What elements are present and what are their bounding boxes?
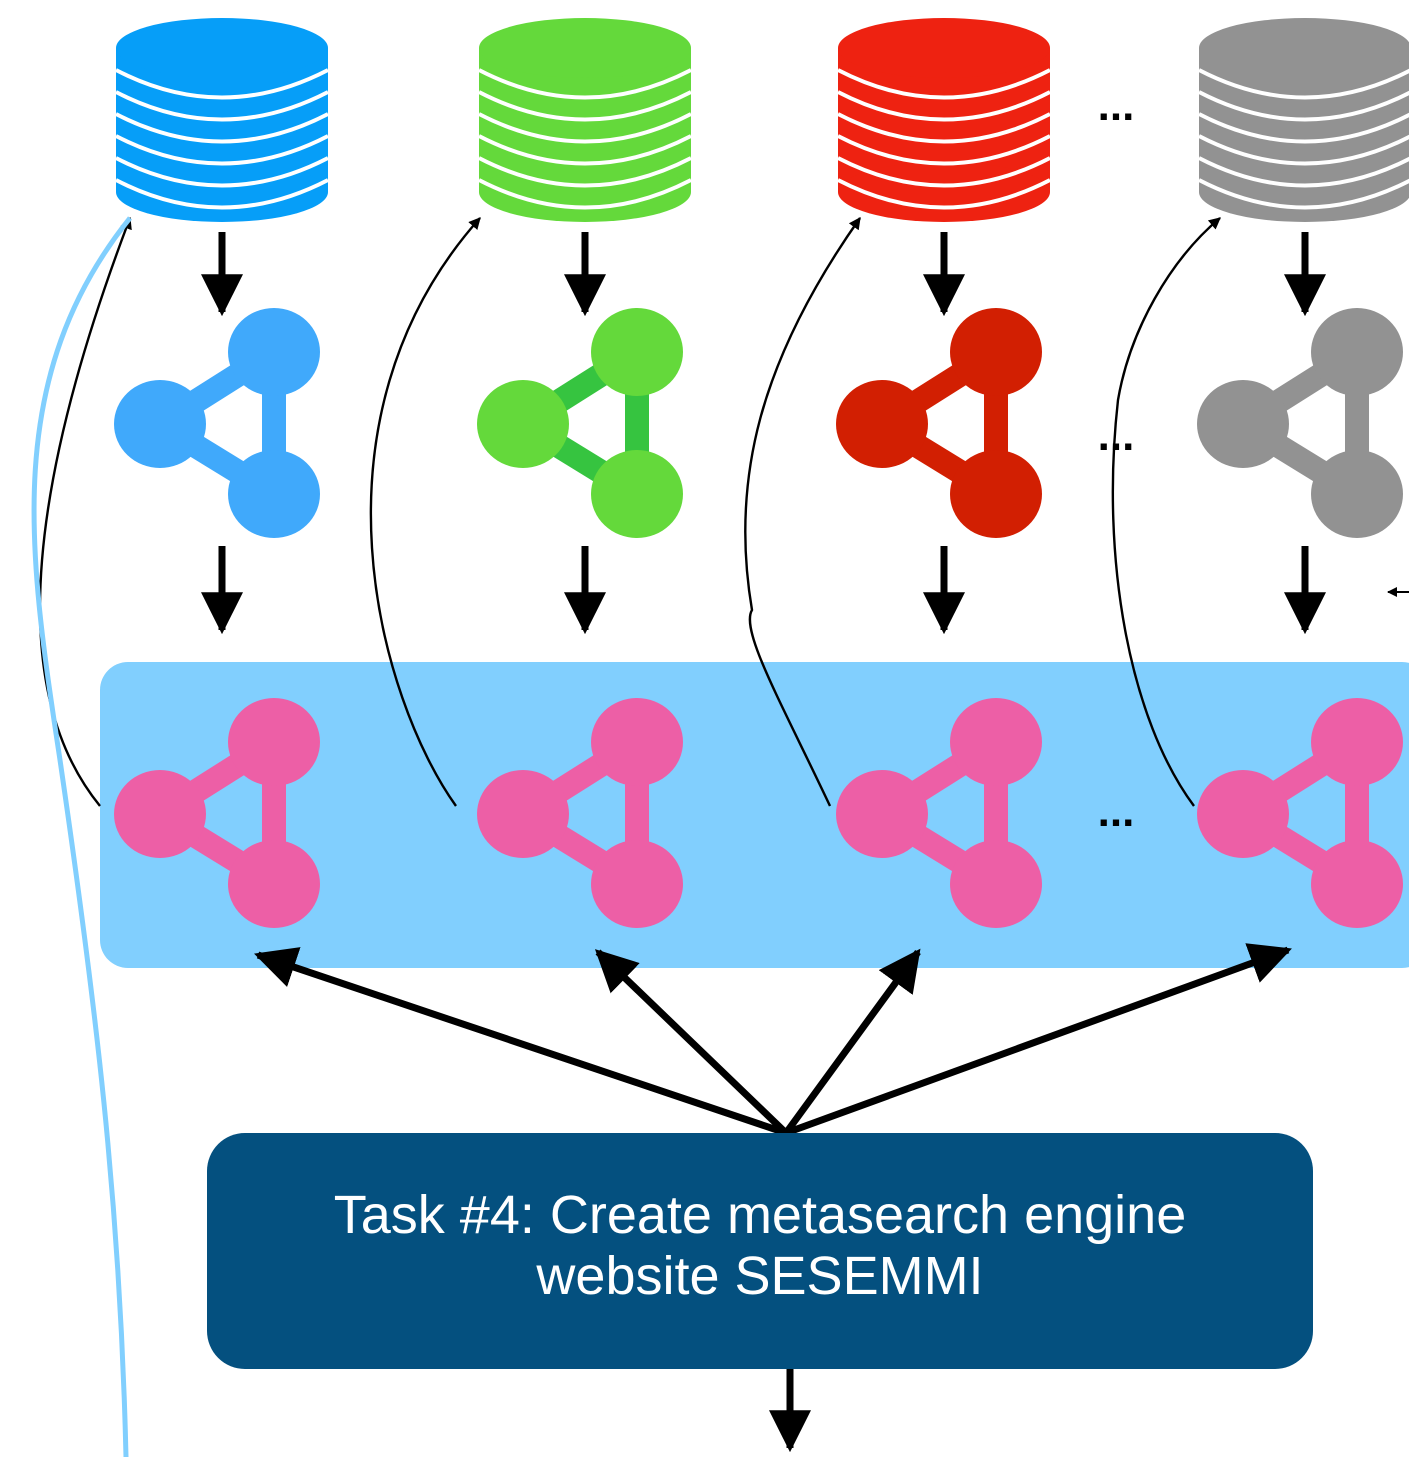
feedback-arrow-4 [1111, 217, 1221, 807]
ellipsis-merged: ... [1098, 787, 1135, 836]
database-blue-icon [115, 18, 329, 222]
ellipsis-databases: ... [1098, 81, 1135, 130]
database-red-icon [837, 18, 1051, 222]
merged-graph-icon-1 [114, 698, 320, 928]
task-line-2: website SESEMMI [536, 1246, 984, 1306]
feedback-arrow-3 [744, 217, 861, 807]
feedback-line [31, 216, 132, 1457]
fan-arrow-2 [594, 949, 789, 1136]
fan-arrow-1 [254, 947, 788, 1137]
graph-green-icon [477, 308, 683, 538]
ellipsis-graphs: ... [1098, 411, 1135, 460]
merged-graph-icon-3 [836, 698, 1042, 928]
task-box: Task #4: Create metasearch engine websit… [207, 1133, 1313, 1369]
database-gray-icon [1198, 18, 1409, 222]
fan-arrow-3 [783, 948, 921, 1136]
graph-gray-icon [1197, 308, 1403, 538]
merged-graph-icon-4 [1197, 698, 1403, 928]
database-green-icon [478, 18, 692, 222]
feedback-arrow-2 [369, 217, 481, 807]
fan-arrow-4 [784, 943, 1292, 1137]
merged-graph-panel [100, 662, 1409, 968]
graph-red-icon [836, 308, 1042, 538]
merged-graph-icon-2 [477, 698, 683, 928]
graph-blue-icon [114, 308, 320, 538]
task-line-1: Task #4: Create metasearch engine [333, 1185, 1187, 1245]
